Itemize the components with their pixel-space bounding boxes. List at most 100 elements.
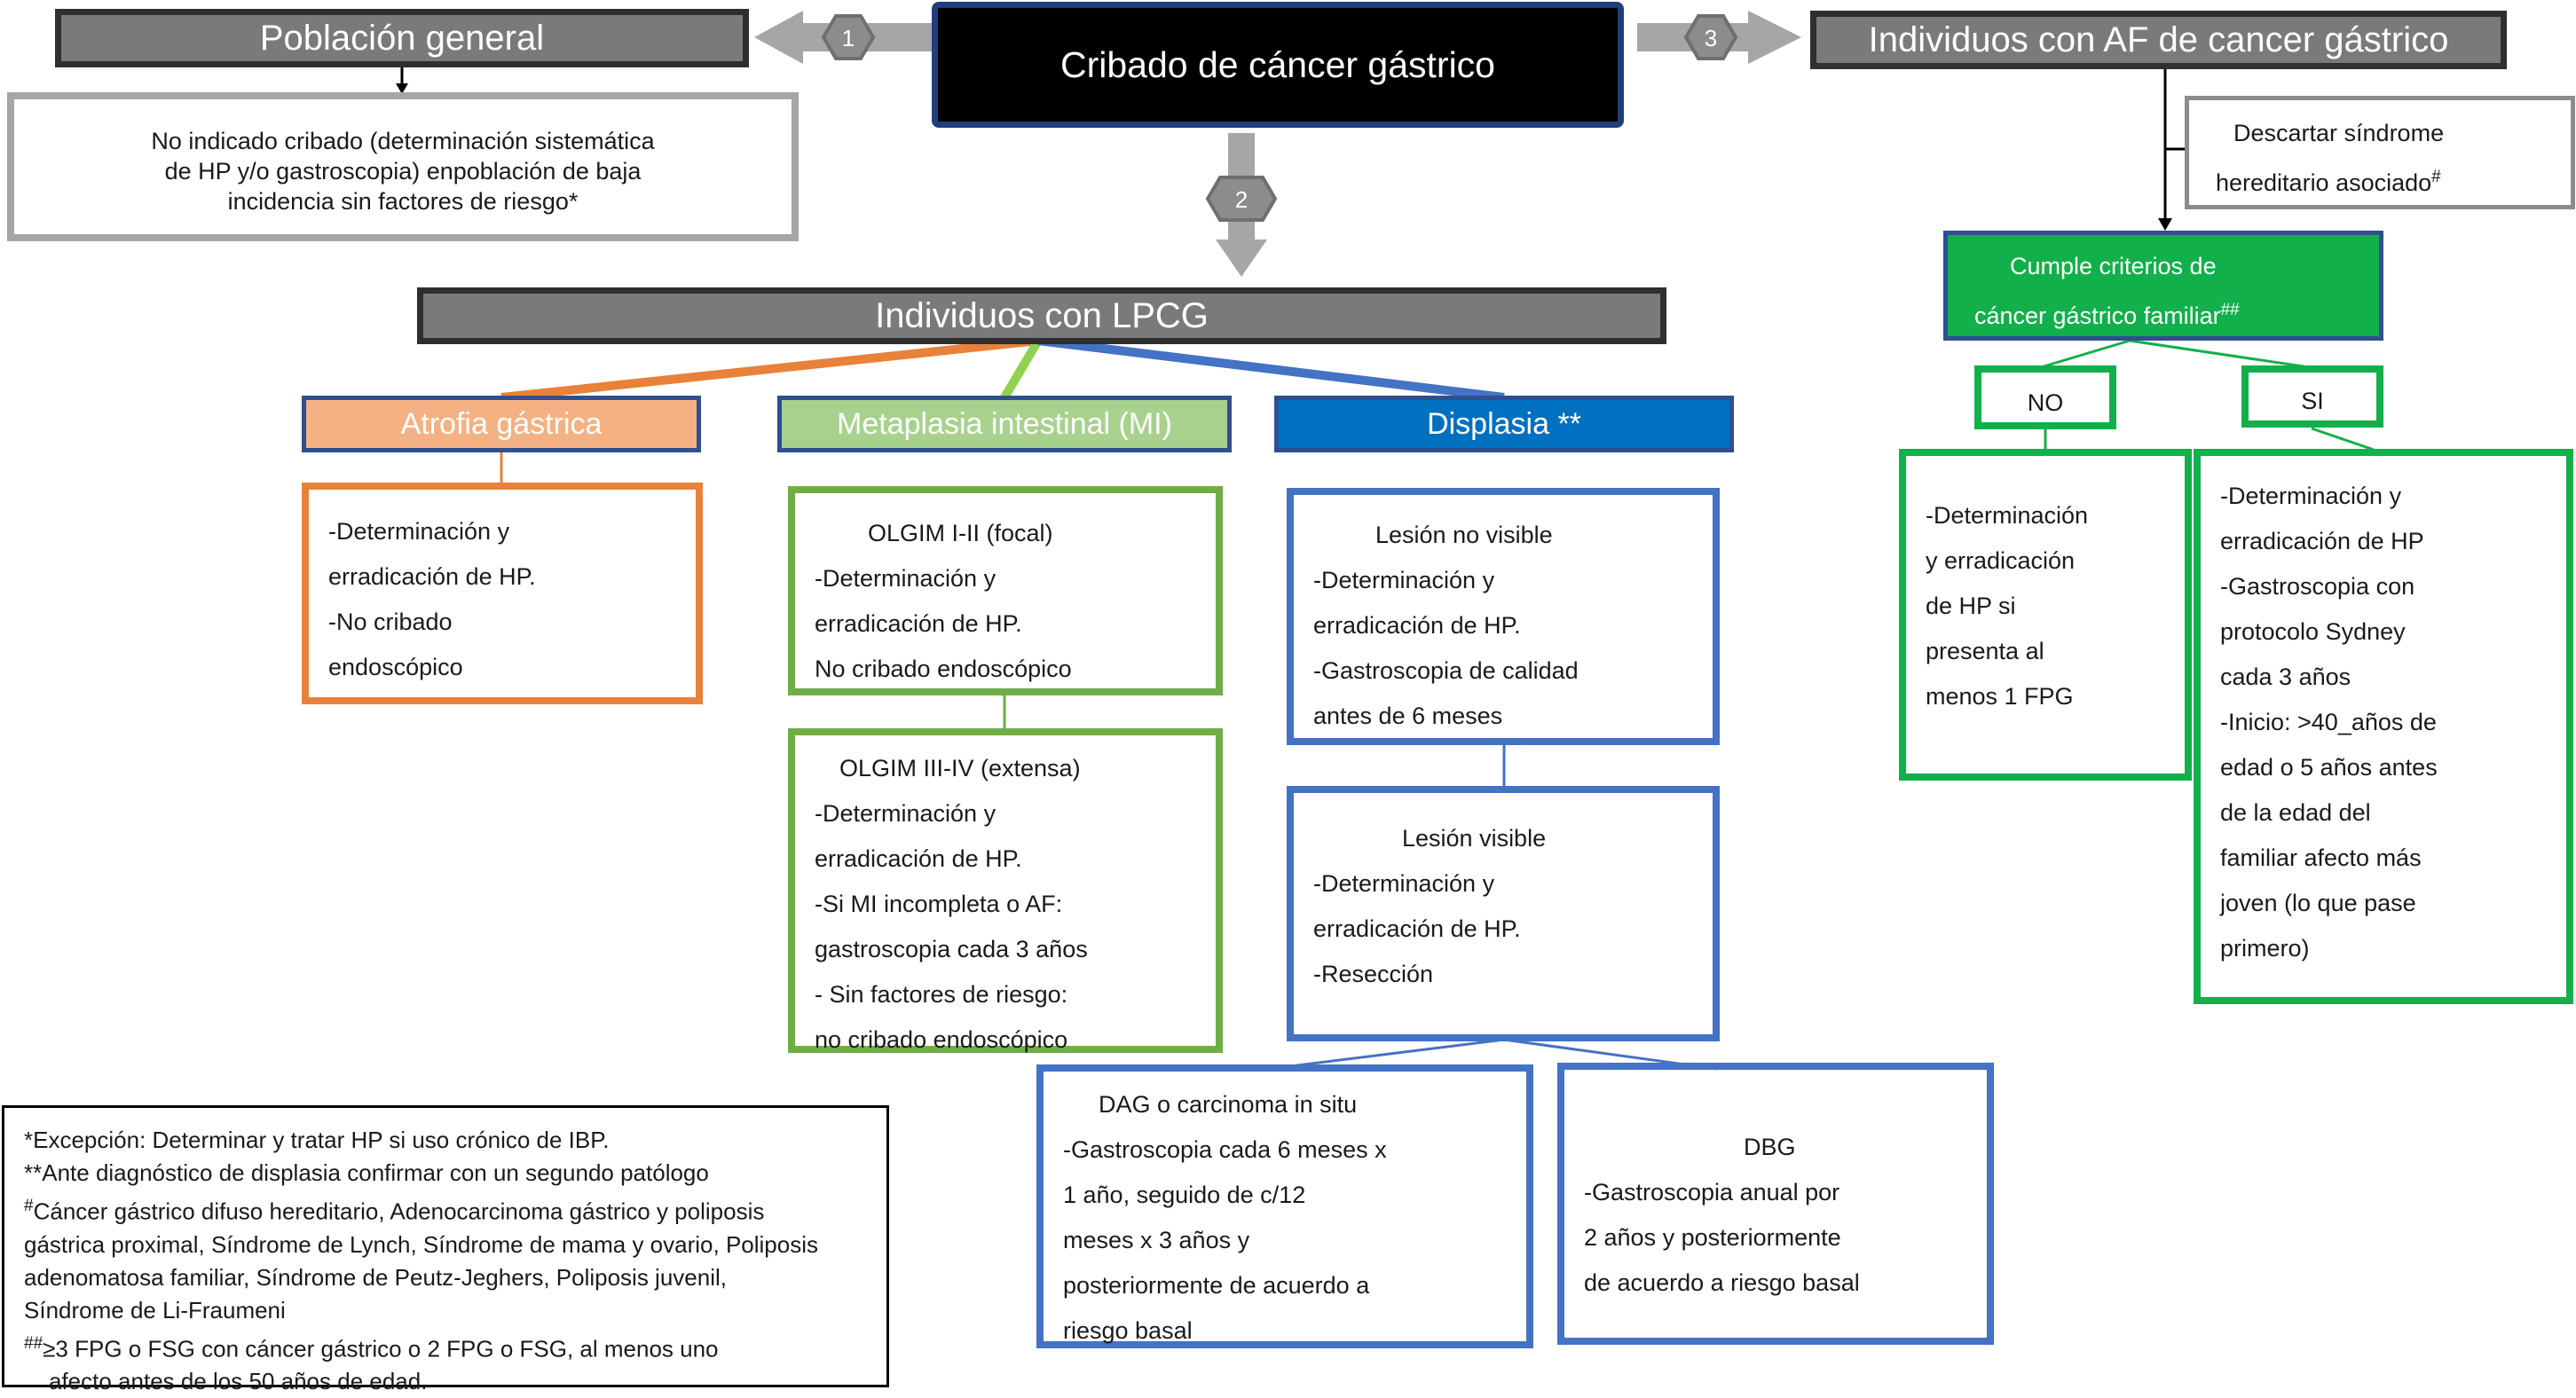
olgim-focal-line: -Determinación y: [815, 565, 997, 592]
footnote-line: Síndrome de Li-Fraumeni: [24, 1296, 286, 1323]
no-label-box: NO: [1974, 365, 2116, 429]
arrow-2-number: 2: [1235, 186, 1248, 213]
dag-box: DAG o carcinoma in situ -Gastroscopia ca…: [1036, 1064, 1533, 1348]
lesion-visible-line: -Resección: [1313, 961, 1434, 987]
general-population-header: Población general: [55, 9, 749, 67]
olgim-extensa-title: OLGIM III-IV (extensa): [839, 755, 1081, 781]
dbg-title: DBG: [1744, 1134, 1796, 1160]
atrofia-line: endoscópico: [328, 654, 463, 680]
criterios-line-1: Cumple criterios de: [2010, 253, 2217, 279]
olgim-extensa-line: -Determinación y: [815, 800, 997, 827]
olgim-extensa-line: -Si MI incompleta o AF:: [815, 891, 1063, 917]
olgim-focal-line: erradicación de HP.: [815, 610, 1022, 637]
dbg-line: de acuerdo a riesgo basal: [1584, 1269, 1860, 1296]
atrofia-line: -No cribado: [328, 609, 453, 635]
no-line: de HP si: [1926, 593, 2016, 619]
lpcg-title: Individuos con LPCG: [875, 295, 1209, 335]
criterios-box: Cumple criterios de cáncer gástrico fami…: [1943, 231, 2383, 341]
screening-title-box: Cribado de cáncer gástrico: [932, 2, 1624, 128]
si-line: de la edad del: [2220, 799, 2371, 826]
si-line: protocolo Sydney: [2220, 618, 2406, 645]
no-line: y erradicación: [1926, 547, 2076, 574]
no-recommendation-box: -Determinación y erradicación de HP si p…: [1899, 449, 2192, 781]
si-line: -Inicio: >40_años de: [2220, 709, 2437, 735]
footnote-mark: ##: [24, 1333, 43, 1353]
lesion-no-visible-line: erradicación de HP.: [1313, 612, 1521, 639]
general-line: de HP y/o gastroscopia) enpoblación de b…: [164, 158, 642, 185]
si-line: familiar afecto más: [2220, 844, 2422, 871]
si-label: SI: [2301, 388, 2324, 414]
criterios-line-2: cáncer gástrico familiar: [1974, 302, 2221, 329]
no-line: -Determinación: [1926, 502, 2089, 529]
no-label: NO: [2027, 389, 2064, 416]
footnote-line: ≥3 FPG o FSG con cáncer gástrico o 2 FPG…: [43, 1335, 719, 1363]
footnote-line: *Excepción: Determinar y tratar HP si us…: [24, 1127, 610, 1153]
dag-line: meses x 3 años y: [1063, 1227, 1250, 1253]
descartar-line-1: Descartar síndrome: [2233, 120, 2445, 146]
atrofia-line: -Determinación y: [328, 518, 510, 545]
olgim-extensa-line: erradicación de HP.: [815, 845, 1022, 872]
olgim-focal-line: No cribado endoscópico: [815, 656, 1072, 682]
lesion-no-visible-title: Lesión no visible: [1375, 522, 1553, 548]
general-population-title: Población general: [259, 18, 545, 58]
dag-line: posteriormente de acuerdo a: [1063, 1272, 1370, 1299]
general-line: No indicado cribado (determinación siste…: [151, 128, 655, 154]
footnote-mark: #: [24, 1197, 34, 1215]
lesion-no-visible-line: -Determinación y: [1313, 567, 1495, 593]
si-line: -Gastroscopia con: [2220, 573, 2415, 600]
arrow-down-icon: 2: [1205, 133, 1278, 277]
atrofia-line: erradicación de HP.: [328, 563, 536, 590]
si-line: edad o 5 años antes: [2220, 754, 2438, 781]
si-label-box: SI: [2241, 365, 2383, 428]
olgim-extensa-box: OLGIM III-IV (extensa) -Determinación y …: [788, 728, 1223, 1053]
footnote-line: adenomatosa familiar, Síndrome de Peutz-…: [24, 1263, 727, 1291]
dag-title: DAG o carcinoma in situ: [1099, 1091, 1358, 1118]
atrofia-box: -Determinación y erradicación de HP. -No…: [302, 483, 703, 704]
lpcg-header: Individuos con LPCG: [417, 287, 1666, 344]
footnote-line: **Ante diagnóstico de displasia confirma…: [24, 1159, 709, 1186]
footnotes-box: *Excepción: Determinar y tratar HP si us…: [2, 1105, 889, 1394]
metaplasia-header: Metaplasia intestinal (MI): [777, 396, 1232, 452]
lesion-visible-title: Lesión visible: [1402, 825, 1547, 852]
atrofia-title: Atrofia gástrica: [400, 406, 603, 441]
no-line: menos 1 FPG: [1926, 683, 2074, 710]
displasia-title: Displasia **: [1427, 406, 1581, 441]
lesion-visible-box: Lesión visible -Determinación y erradica…: [1287, 786, 1720, 1041]
arrow-right-icon: 3: [1637, 11, 1801, 64]
footnote-line: afecto antes de los 50 años de edad.: [49, 1368, 428, 1395]
si-line: primero): [2220, 935, 2310, 962]
lesion-no-visible-line: antes de 6 meses: [1313, 703, 1503, 729]
family-history-header: Individuos con AF de cancer gástrico: [1810, 11, 2507, 69]
si-line: joven (lo que pase: [2220, 890, 2416, 916]
dbg-line: -Gastroscopia anual por: [1584, 1179, 1840, 1206]
lesion-visible-line: erradicación de HP.: [1313, 915, 1521, 942]
dbg-box: DBG -Gastroscopia anual por 2 años y pos…: [1557, 1063, 1994, 1345]
olgim-focal-box: OLGIM I-II (focal) -Determinación y erra…: [788, 486, 1223, 695]
descartar-line-2: hereditario asociado: [2216, 169, 2432, 196]
screening-title: Cribado de cáncer gástrico: [1060, 43, 1495, 85]
dag-line: 1 año, seguido de c/12: [1063, 1182, 1306, 1208]
family-history-title: Individuos con AF de cancer gástrico: [1868, 20, 2449, 59]
descartar-box: Descartar síndrome hereditario asociado#: [2185, 96, 2575, 209]
general-population-box: No indicado cribado (determinación siste…: [7, 92, 799, 241]
si-recommendation-box: -Determinación y erradicación de HP -Gas…: [2194, 449, 2573, 1004]
displasia-header: Displasia **: [1274, 396, 1734, 452]
footnote-line: Cáncer gástrico difuso hereditario, Aden…: [33, 1198, 765, 1225]
dag-line: -Gastroscopia cada 6 meses x: [1063, 1136, 1387, 1163]
lesion-no-visible-box: Lesión no visible -Determinación y errad…: [1287, 488, 1720, 745]
arrow-1-number: 1: [842, 25, 855, 51]
olgim-extensa-line: - Sin factores de riesgo:: [815, 981, 1068, 1008]
olgim-focal-title: OLGIM I-II (focal): [868, 520, 1053, 546]
si-line: erradicación de HP: [2220, 528, 2424, 554]
arrow-left-icon: 1: [754, 11, 941, 64]
footnote-line: gástrica proximal, Síndrome de Lynch, Sí…: [24, 1230, 818, 1258]
olgim-extensa-line: no cribado endoscópico: [815, 1026, 1068, 1053]
general-line: incidencia sin factores de riesgo*: [227, 188, 579, 215]
dbg-line: 2 años y posteriormente: [1584, 1224, 1841, 1251]
metaplasia-title: Metaplasia intestinal (MI): [837, 406, 1172, 441]
arrow-3-number: 3: [1705, 25, 1717, 51]
atrofia-header: Atrofia gástrica: [302, 396, 701, 452]
dag-line: riesgo basal: [1063, 1317, 1193, 1344]
no-line: presenta al: [1926, 638, 2044, 664]
si-line: -Determinación y: [2220, 483, 2402, 509]
